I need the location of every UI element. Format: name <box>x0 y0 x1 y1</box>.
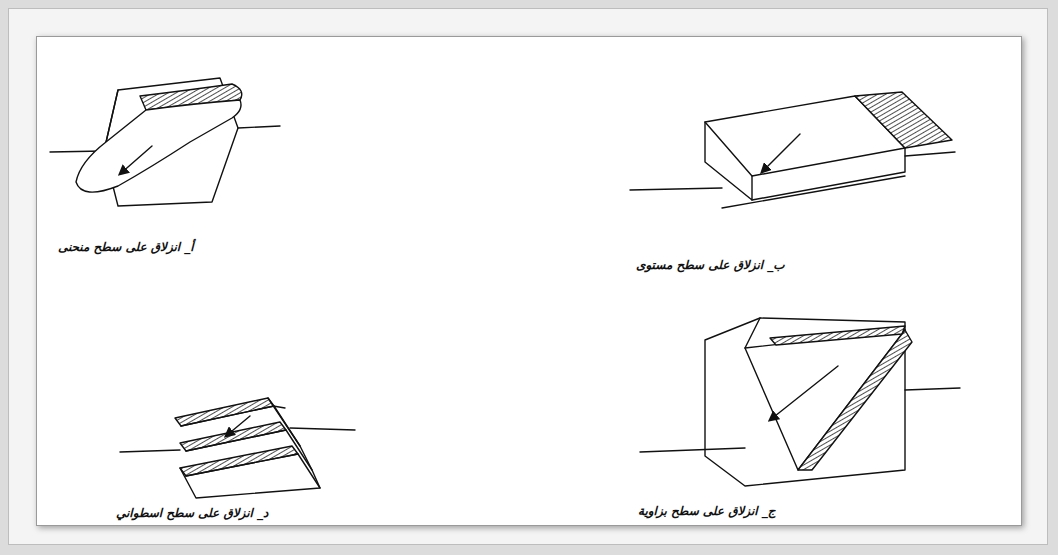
figure-caption: أ_ انزلاق على سطح منحنى <box>58 240 194 256</box>
figure-caption: ب_ انزلاق على سطح مستوى <box>636 258 785 274</box>
layered-slide-figure <box>120 398 355 498</box>
curved-slide-figure <box>50 78 280 206</box>
figure-caption: د_ انزلاق على سطح اسطواني <box>116 506 268 522</box>
figure-caption: ج_ انزلاق على سطح بزاوية <box>638 504 776 520</box>
wedge-slide-figure <box>640 318 960 486</box>
planar-slide-figure <box>630 92 955 208</box>
